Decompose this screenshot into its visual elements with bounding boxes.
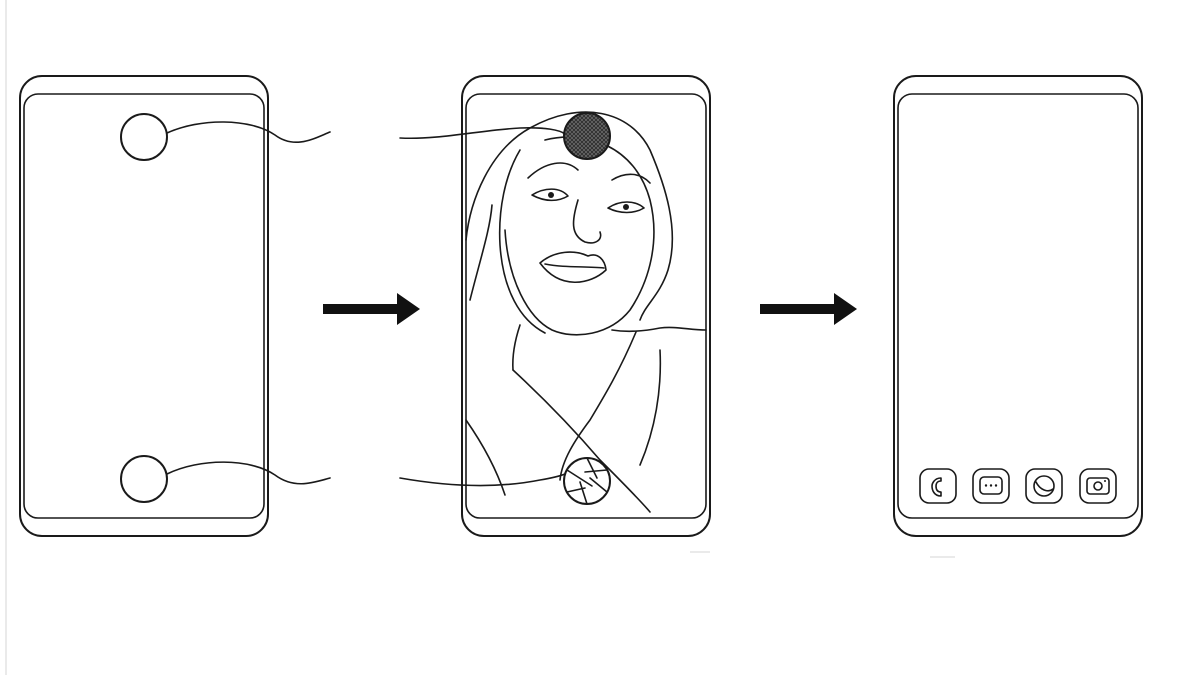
top-sensor-area [121, 114, 167, 160]
phone-middle [462, 76, 710, 536]
top-connector-line-right [400, 128, 565, 138]
phone-left [20, 76, 268, 536]
phone-left-body [20, 76, 268, 536]
browser-app-button[interactable] [1026, 469, 1062, 503]
arrow-right-icon [323, 293, 420, 325]
shutter-button[interactable] [564, 458, 610, 504]
bottom-connector-line-right [400, 474, 565, 486]
phone-right [894, 76, 1142, 536]
phone-right-screen [898, 94, 1138, 518]
dock [920, 469, 1116, 503]
browser-icon [1034, 476, 1054, 496]
message-app-button[interactable] [973, 469, 1009, 503]
aperture-icon [567, 458, 607, 504]
arrow-right-icon [760, 293, 857, 325]
selfie-preview-sketch [466, 112, 706, 512]
phone-right-body [894, 76, 1142, 536]
bottom-sensor-area [121, 456, 167, 502]
camera-app-button[interactable] [1080, 469, 1116, 503]
front-camera-icon [564, 113, 610, 159]
bottom-connector-line-left [167, 462, 330, 484]
phone-app-button[interactable] [920, 469, 956, 503]
phone-left-screen [24, 94, 264, 518]
top-connector-line-left [167, 122, 330, 142]
phone-icon [932, 478, 941, 496]
